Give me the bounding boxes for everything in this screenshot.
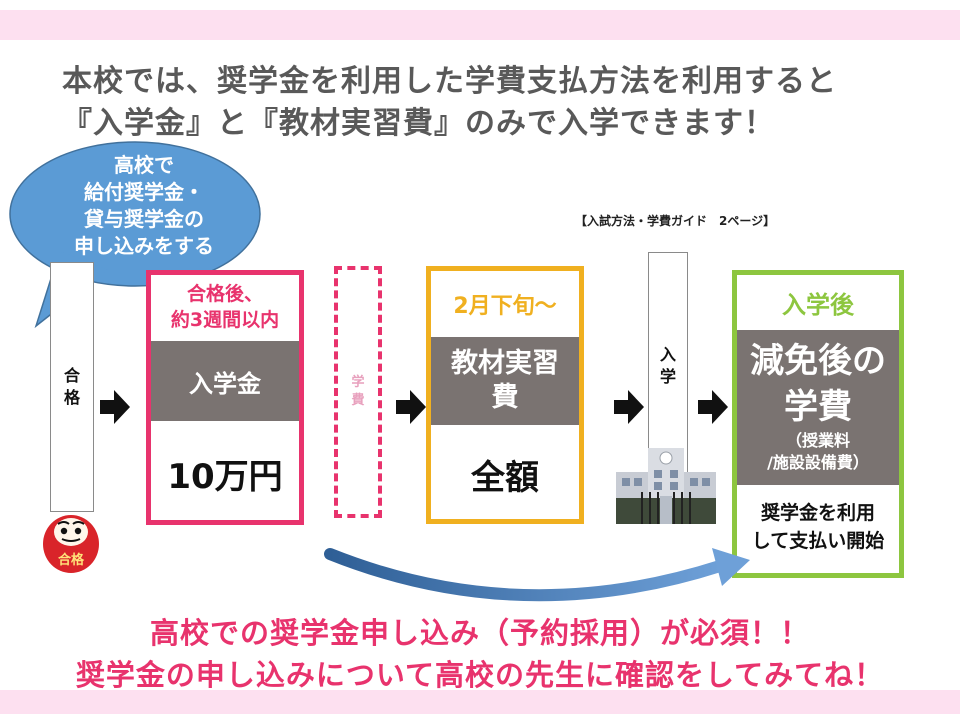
after-foot-line-2: して支払い開始 bbox=[751, 530, 885, 552]
top-pink-band bbox=[0, 10, 960, 40]
curved-arrow-icon bbox=[324, 548, 750, 602]
arrow-right-icon bbox=[614, 390, 644, 424]
materials-name-line-2: 費 bbox=[491, 382, 519, 413]
admission-fee-amount: 10万円 bbox=[167, 456, 283, 497]
after-admission-timing: 入学後 bbox=[782, 291, 854, 319]
tuition-placeholder-box: 学費 bbox=[334, 266, 382, 518]
bubble-line-4: 申し込みをする bbox=[74, 234, 214, 258]
headline-line-2: 『入学金』と『教材実習費』のみで入学できます！ bbox=[62, 106, 775, 141]
after-note-line-2: /施設設備費） bbox=[767, 453, 869, 472]
daruma-icon: 合格 bbox=[43, 515, 99, 573]
arrow-right-icon bbox=[698, 390, 728, 424]
bubble-line-3: 貸与奨学金の bbox=[84, 207, 204, 231]
admission-timing-line-2: 約3週間以内 bbox=[170, 309, 280, 331]
materials-name: 教材実習 費 bbox=[431, 337, 579, 425]
tuition-placeholder-label: 学費 bbox=[351, 375, 365, 408]
arrow-right-icon bbox=[100, 390, 130, 424]
pass-label: 合格 bbox=[63, 366, 80, 407]
admission-fee-name: 入学金 bbox=[151, 341, 299, 421]
materials-name-line-1: 教材実習 bbox=[451, 348, 559, 379]
after-name-line-1: 減免後の bbox=[750, 341, 886, 381]
bottom-message-line-1: 高校での奨学金申し込み（予約採用）が必須！！ bbox=[149, 616, 810, 650]
materials-amount: 全額 bbox=[471, 458, 539, 498]
headline-line-1: 本校では、奨学金を利用した学費支払方法を利用すると bbox=[62, 64, 837, 99]
speech-bubble-text: 高校で 給付奨学金・ 貸与奨学金の 申し込みをする bbox=[52, 152, 236, 260]
after-admission-tuition: 減免後の 学費 （授業料 /施設設備費） bbox=[737, 330, 899, 485]
after-admission-payment: 奨学金を利用 して支払い開始 bbox=[737, 485, 899, 578]
guide-reference: 【入試方法・学費ガイド 2ページ】 bbox=[575, 214, 776, 228]
bubble-line-1: 高校で bbox=[114, 153, 174, 177]
admission-fee-timing: 合格後、 約3週間以内 bbox=[151, 275, 299, 341]
bubble-line-2: 給付奨学金・ bbox=[84, 180, 204, 204]
bottom-message-line-2: 奨学金の申し込みについて高校の先生に確認をしてみてね！ bbox=[75, 658, 885, 692]
after-foot-line-1: 奨学金を利用 bbox=[760, 502, 875, 524]
after-note-line-1: （授業料 bbox=[785, 431, 850, 450]
materials-timing: 2月下旬～ bbox=[431, 271, 579, 337]
daruma-label: 合格 bbox=[58, 552, 85, 568]
pass-bar: 合格 bbox=[50, 262, 94, 512]
after-name-line-2: 学費 bbox=[784, 387, 852, 427]
admission-timing-line-1: 合格後、 bbox=[186, 283, 263, 305]
admission-fee-box: 合格後、 約3週間以内 入学金 10万円 bbox=[146, 270, 304, 525]
admission-label: 入学 bbox=[659, 345, 676, 386]
materials-fee-box: 2月下旬～ 教材実習 費 全額 bbox=[426, 266, 584, 524]
after-admission-box: 入学後 減免後の 学費 （授業料 /施設設備費） 奨学金を利用 して支払い開始 bbox=[732, 270, 904, 578]
school-building-icon bbox=[616, 448, 716, 524]
arrow-right-icon bbox=[396, 390, 426, 424]
